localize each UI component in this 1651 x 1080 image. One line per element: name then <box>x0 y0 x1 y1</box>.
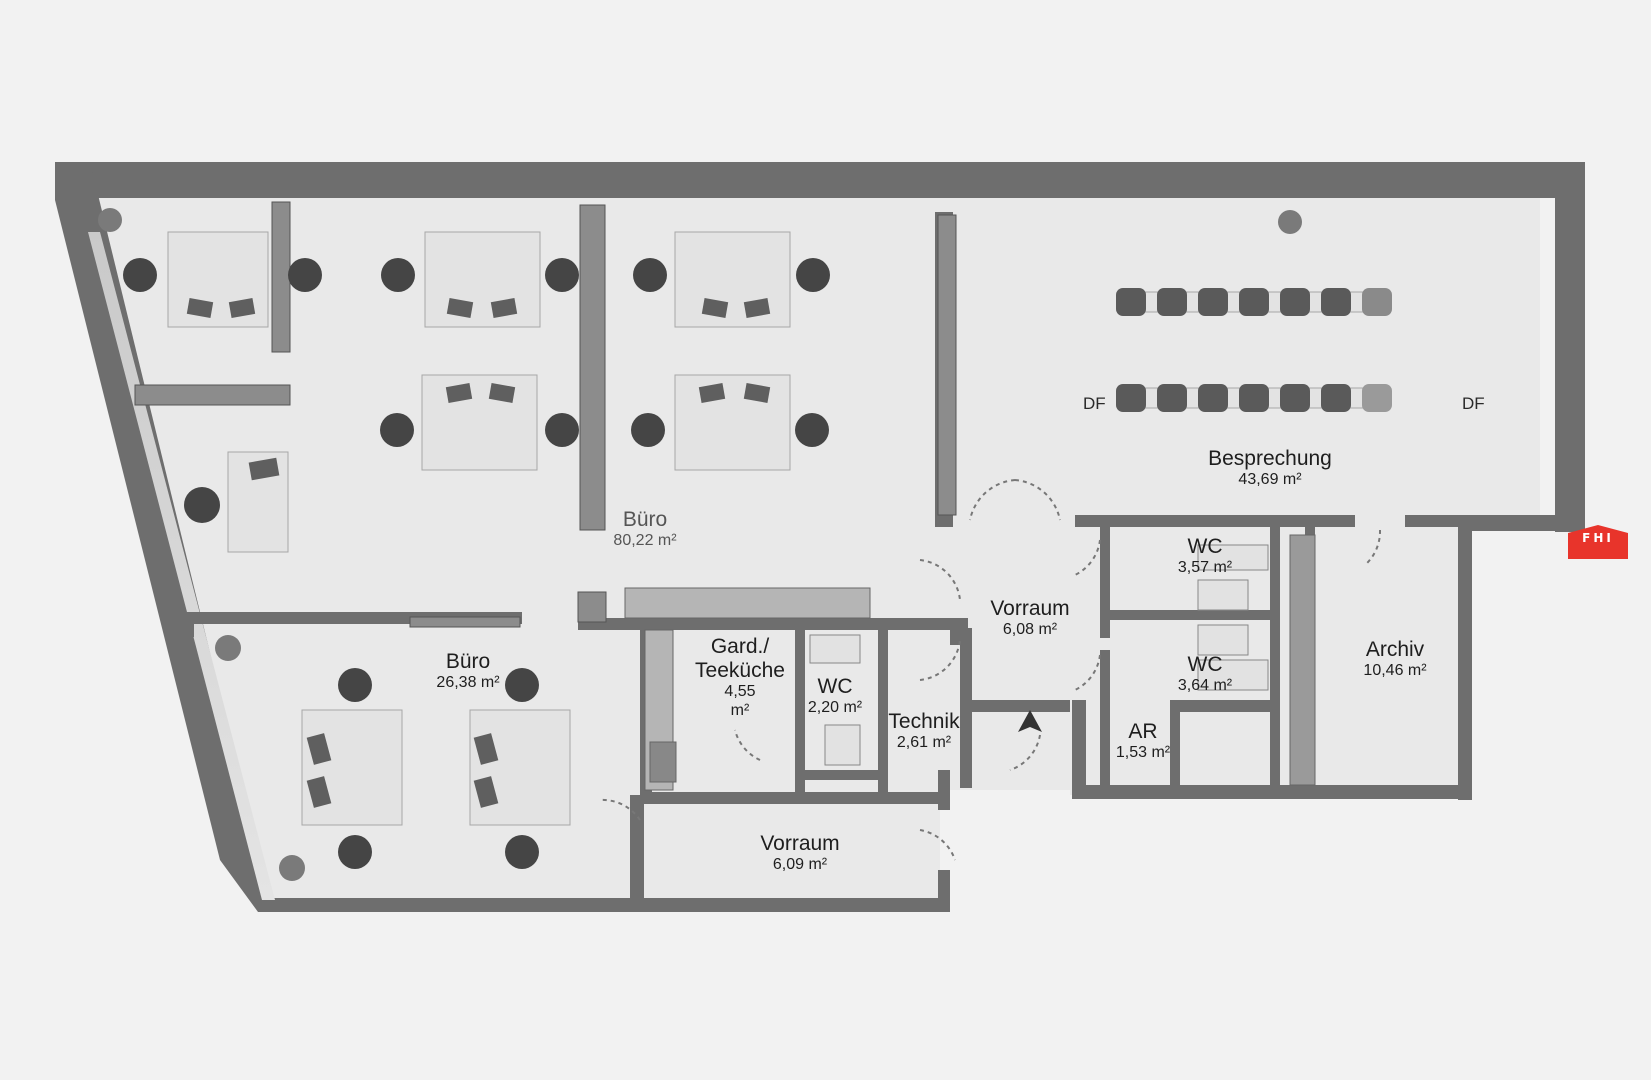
room-label-vorraum-upper: Vorraum 6,08 m² <box>990 597 1070 639</box>
df-marker-left: DF <box>1083 394 1106 413</box>
monitors <box>186 298 771 808</box>
df-marker-right: DF <box>1462 394 1485 413</box>
room-label-technik: Technik 2,61 m² <box>888 710 960 752</box>
door-swings <box>599 479 1382 861</box>
fhi-logo-shape <box>1568 525 1628 559</box>
archive-shelves <box>1289 534 1316 786</box>
plants <box>98 208 1302 881</box>
fhi-logo: FHI <box>1568 525 1628 559</box>
room-label-vorraum-lower: Vorraum 6,09 m² <box>760 832 840 874</box>
conference-chairs <box>1116 288 1392 412</box>
office-chairs <box>123 258 830 869</box>
room-label-buero-large: Büro 80,22 m² <box>613 508 677 550</box>
room-label-wc-kitchen: WC 2,20 m² <box>807 675 863 717</box>
room-label-wc-upper: WC 3,57 m² <box>1177 535 1233 577</box>
wc-fixtures <box>809 544 1269 766</box>
plant-partitions <box>134 201 957 628</box>
room-label-ar: AR 1,53 m² <box>1115 720 1171 762</box>
room-label-besprechung: Besprechung 43,69 m² <box>1208 447 1332 489</box>
room-label-buero-small: Büro 26,38 m² <box>436 650 500 692</box>
room-label-teekueche: Gard./ Teeküche 4,55 m² <box>695 635 785 719</box>
entrance-arrow-icon <box>1018 710 1042 732</box>
kitchen-counter <box>624 587 871 791</box>
room-label-wc-lower: WC 3,64 m² <box>1177 653 1233 695</box>
room-label-archiv: Archiv 10,46 m² <box>1363 638 1427 680</box>
fhi-logo-text: FHI <box>1582 531 1614 545</box>
